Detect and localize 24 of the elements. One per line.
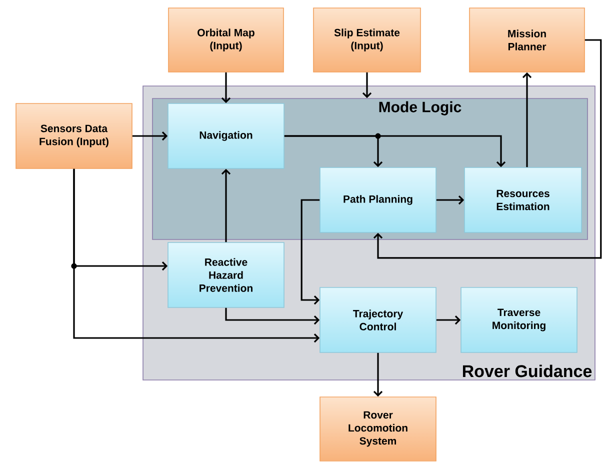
arrow: [373, 352, 383, 397]
arrow: [73, 168, 320, 343]
process-box: Resources Estimation: [464, 167, 582, 233]
arrow: [436, 315, 461, 325]
input-box: Mission Planner: [469, 8, 585, 72]
process-box: Path Planning: [320, 167, 436, 233]
arrow: [221, 72, 231, 104]
process-box: Trajectory Control: [320, 287, 436, 353]
arrow: [300, 199, 320, 305]
input-box: Rover Locomotion System: [320, 396, 436, 462]
arrow: [132, 131, 168, 141]
arrow: [284, 135, 506, 168]
arrow: [221, 168, 231, 242]
process-box: Traverse Monitoring: [460, 287, 578, 353]
arrow: [436, 195, 464, 205]
process-box: Navigation: [168, 103, 284, 169]
arrow: [373, 39, 602, 259]
arrow: [362, 72, 372, 98]
process-box: Reactive Hazard Prevention: [168, 242, 284, 308]
arrow: [225, 308, 320, 325]
input-box: Orbital Map (Input): [168, 8, 284, 72]
arrow: [522, 72, 532, 168]
input-box: Slip Estimate (Input): [313, 8, 421, 72]
input-box: Sensors Data Fusion (Input): [16, 103, 132, 169]
